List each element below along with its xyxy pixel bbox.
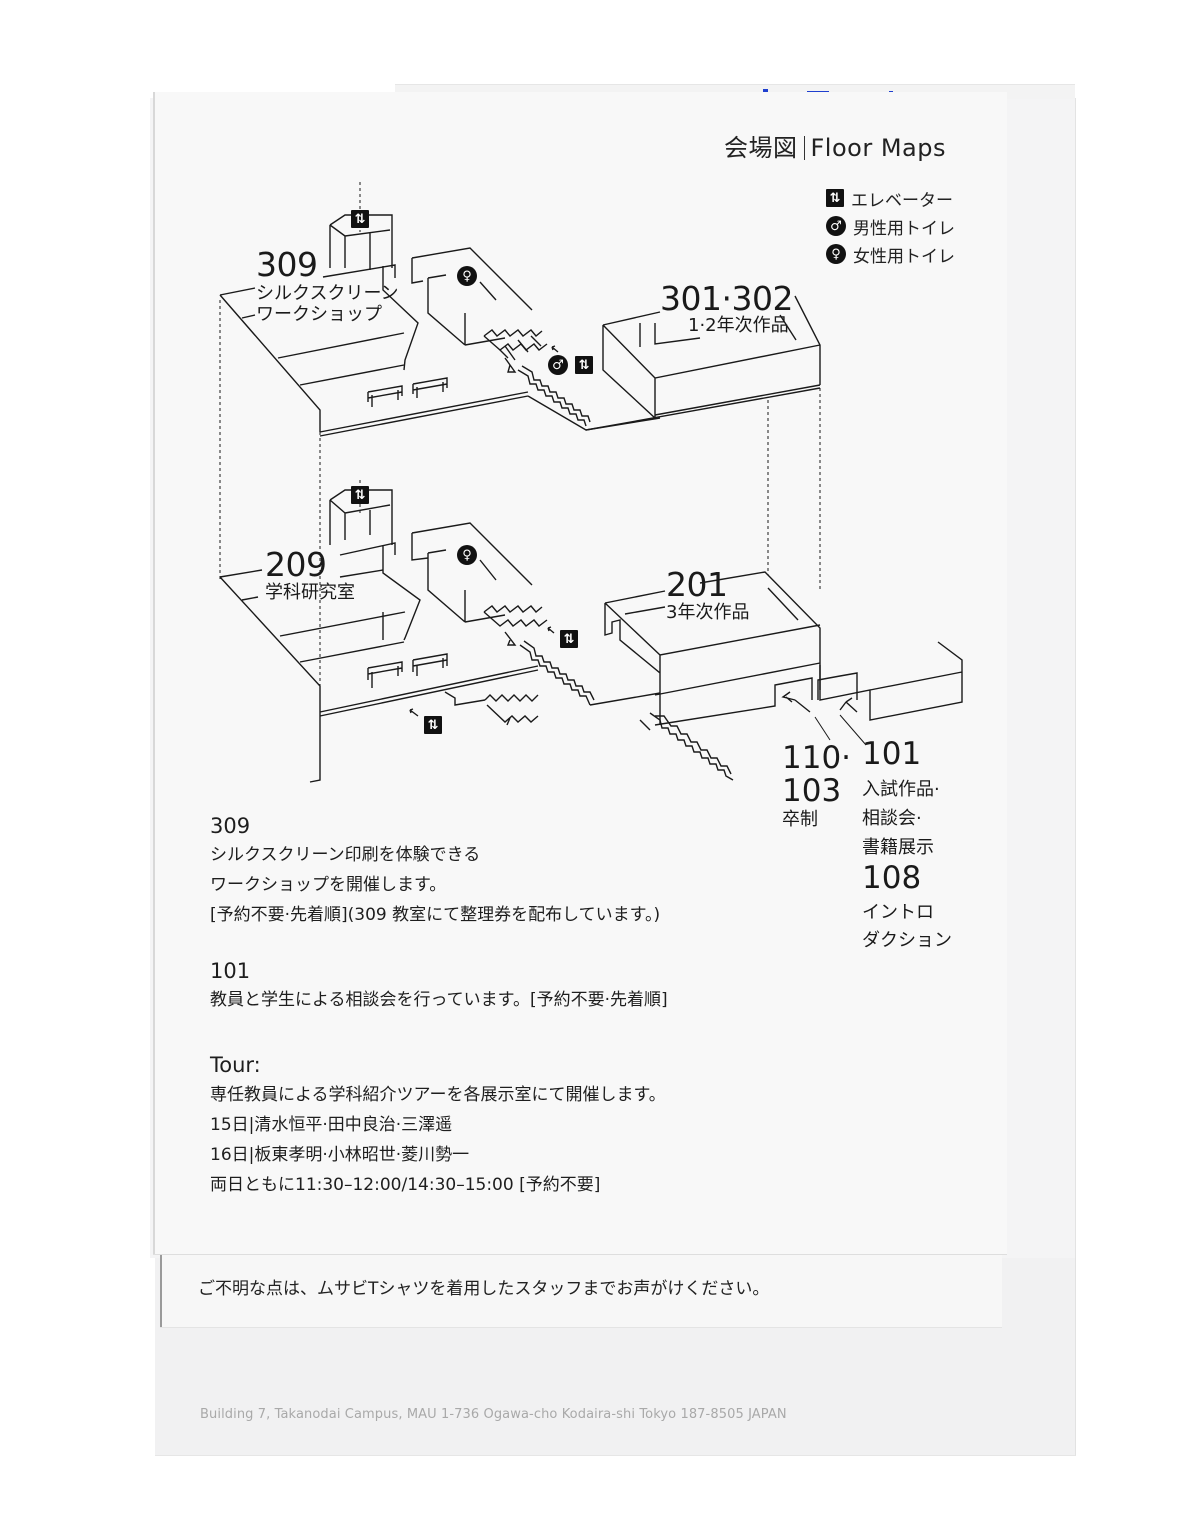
legend-label: エレベーター	[851, 190, 953, 211]
room-number: 108	[862, 860, 922, 896]
room-number: 309	[256, 245, 318, 284]
legend-item-womens-toilet: ♀ 女性用トイレ	[826, 240, 955, 268]
room-108-label: 108 イントロ ダクション	[862, 862, 952, 955]
page-title: 会場図 Floor Maps	[724, 128, 946, 163]
legend-item-elevator: ⇅ エレベーター	[826, 184, 955, 212]
info-text: ワークショップを開催します。	[210, 875, 447, 895]
room-number: 209	[265, 545, 327, 584]
info-101: 101 教員と学生による相談会を行っています。[予約不要·先着順]	[210, 957, 668, 1015]
womens-toilet-icon: ♀	[826, 244, 846, 264]
tour-text: 専任教員による学科紹介ツアーを各展示室にて開催します。	[210, 1085, 666, 1105]
room-number: 110·	[782, 740, 852, 776]
elevator-icon: ⇅	[826, 189, 844, 207]
notice-strip	[160, 1255, 1002, 1327]
womens-toilet-icon: ♀	[457, 545, 477, 565]
room-name: 入試作品·	[862, 778, 940, 800]
room-name: 学科研究室	[265, 581, 355, 603]
room-309-label: 309 シルクスクリーン ワークショップ	[256, 245, 399, 325]
room-name: ワークショップ	[256, 303, 382, 325]
room-number: 201	[666, 565, 728, 604]
info-note: [予約不要·先着順](309 教室にて整理券を配布しています。)	[210, 905, 661, 925]
room-209-label: 209 学科研究室	[265, 545, 355, 603]
mens-toilet-icon: ♂	[548, 355, 568, 375]
elevator-icon: ⇅	[351, 210, 369, 228]
info-room-number: 309	[210, 814, 251, 838]
room-name: 相談会·	[862, 807, 922, 829]
womens-toilet-icon: ♀	[457, 266, 477, 286]
title-divider	[803, 136, 805, 160]
room-name: 書籍展示	[862, 836, 934, 858]
room-number: 103	[782, 772, 842, 809]
floor-map-sheet	[153, 92, 1007, 1254]
room-301-302-label: 301·302 1·2年次作品	[660, 279, 793, 336]
title-en: Floor Maps	[810, 134, 946, 162]
info-text: シルクスクリーン印刷を体験できる	[210, 845, 481, 865]
staff-notice: ご不明な点は、ムサビTシャツを着用したスタッフまでお声がけください。	[198, 1279, 770, 1299]
room-number: 101	[862, 736, 922, 772]
legend-label: 男性用トイレ	[853, 218, 955, 239]
floor-2-lines	[219, 489, 963, 783]
info-room-number: 101	[210, 959, 251, 983]
room-name: ダクション	[862, 929, 952, 951]
legend-item-mens-toilet: ♂ 男性用トイレ	[826, 212, 955, 240]
address-footer: Building 7, Takanodai Campus, MAU 1-736 …	[200, 1407, 787, 1422]
elevator-icon: ⇅	[351, 486, 369, 504]
alignment-dashes	[219, 182, 821, 700]
room-101-label: 101 入試作品· 相談会· 書籍展示	[862, 738, 940, 862]
tour-day-15: 15日|清水恒平·田中良治·三澤遥	[210, 1115, 453, 1135]
legend-label: 女性用トイレ	[853, 246, 955, 267]
room-name: 卒制	[782, 809, 818, 831]
info-tour: Tour: 専任教員による学科紹介ツアーを各展示室にて開催します。 15日|清水…	[210, 1050, 666, 1200]
room-name: 1·2年次作品	[688, 314, 789, 336]
floor-3-lines	[219, 214, 821, 437]
room-name: 3年次作品	[666, 601, 750, 623]
room-name: シルクスクリーン	[256, 282, 399, 304]
tour-heading: Tour:	[210, 1053, 261, 1077]
room-110-103-label: 110· 103 卒制	[782, 742, 851, 830]
mens-toilet-icon: ♂	[826, 216, 846, 236]
title-ja: 会場図	[724, 134, 798, 162]
elevator-icon: ⇅	[560, 630, 578, 648]
tour-times: 両日ともに11:30–12:00/14:30–15:00 [予約不要]	[210, 1175, 601, 1195]
info-text: 教員と学生による相談会を行っています。[予約不要·先着順]	[210, 990, 668, 1010]
map-legend: ⇅ エレベーター ♂ 男性用トイレ ♀ 女性用トイレ	[826, 184, 955, 268]
room-name: イントロ	[862, 901, 934, 923]
room-number: 301·302	[660, 279, 793, 318]
elevator-icon: ⇅	[424, 716, 442, 734]
elevator-icon: ⇅	[575, 356, 593, 374]
tour-day-16: 16日|板東孝明·小林昭世·菱川勢一	[210, 1145, 470, 1165]
info-309: 309 シルクスクリーン印刷を体験できる ワークショップを開催します。 [予約不…	[210, 812, 660, 930]
room-201-label: 201 3年次作品	[666, 565, 750, 623]
